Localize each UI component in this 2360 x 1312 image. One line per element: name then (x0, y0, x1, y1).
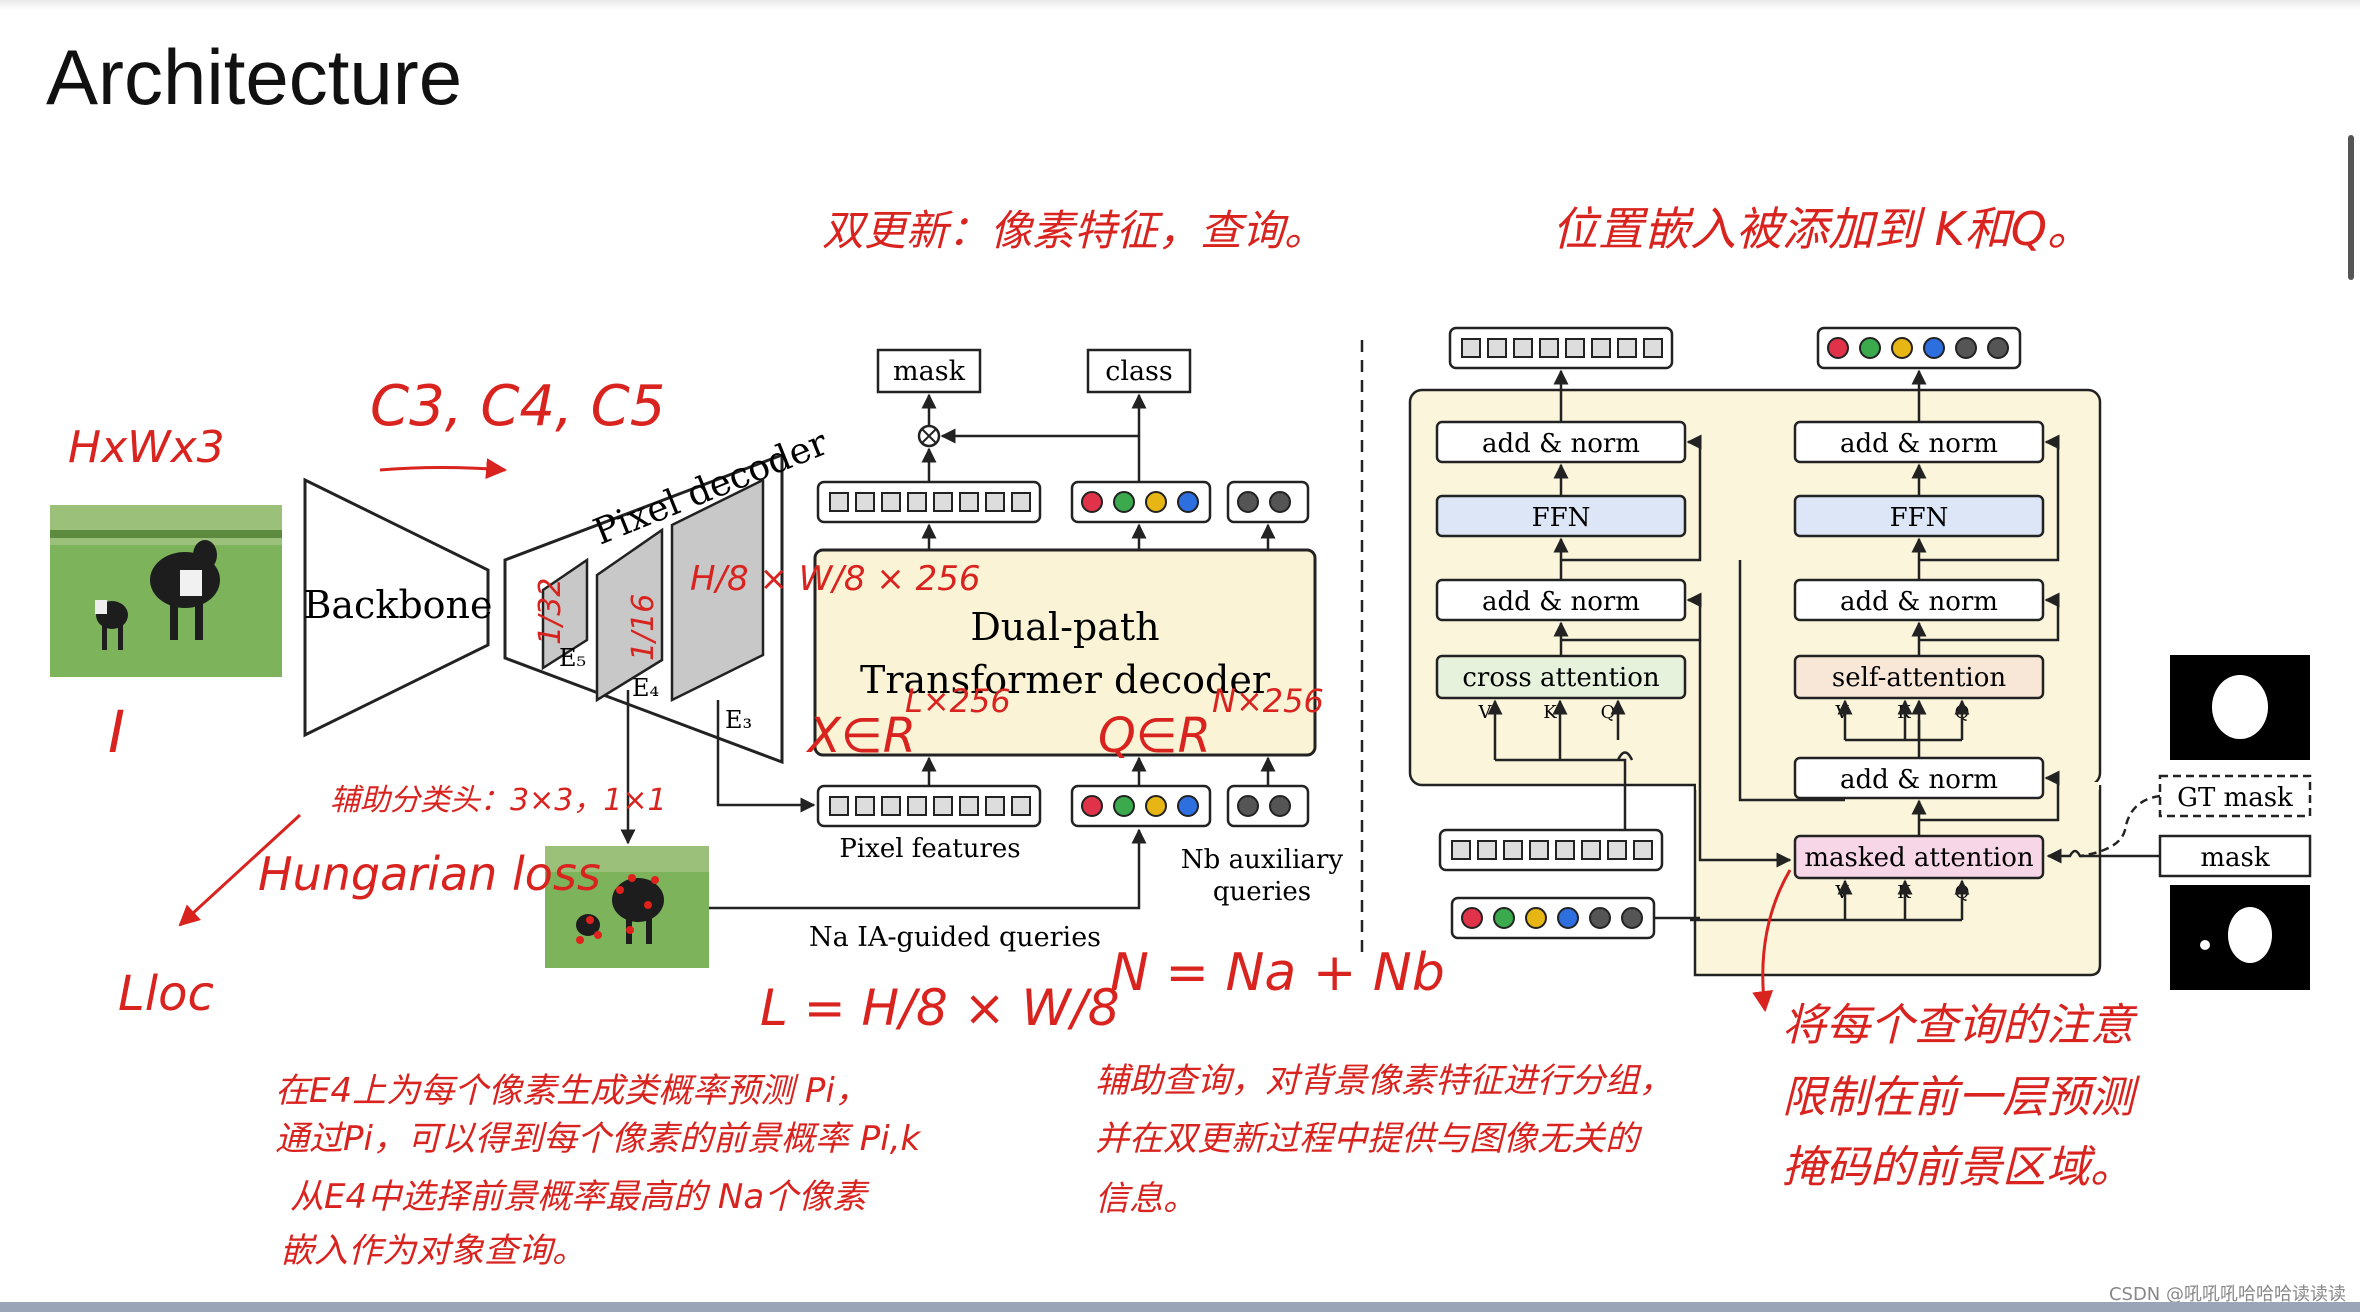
pixel-add-norm-1: add & norm (1482, 587, 1640, 617)
pixel-features-tokens (816, 784, 1042, 828)
note-right-line-3: 掩码的前景区域。 (1782, 1142, 2134, 1193)
pixel-add-norm-2: add & norm (1482, 429, 1640, 459)
note-mid-line-1: 辅助查询，对背景像素特征进行分组， (1095, 1061, 1673, 1101)
annotation-n-eq: N = Na + Nb (1110, 943, 1445, 1003)
backbone-block (303, 477, 490, 738)
ia-query-tokens (1070, 784, 1212, 828)
annotation-l-eq: L = H/8 × W/8 (760, 979, 1120, 1037)
scrollbar[interactable] (2348, 135, 2354, 280)
annotation-i: I (108, 698, 125, 766)
feature-map-e5 (541, 557, 589, 671)
class-head (1086, 348, 1192, 394)
right-input-query-tokens (1450, 896, 1656, 940)
cross-k: K (1543, 702, 1557, 723)
mask-input-label: mask (2200, 843, 2269, 873)
query-add-norm-1: add & norm (1840, 765, 1998, 795)
annotation-note-mid: 辅助查询，对背景像素特征进行分组， 并在双更新过程中提供与图像无关的 信息。 (1095, 1061, 1673, 1219)
note-right-line-1: 将每个查询的注意 (1782, 1000, 2138, 1051)
aux-queries-label-line2: queries (1213, 877, 1311, 907)
masked-attention-label: masked attention (1804, 843, 2033, 873)
watermark: CSDN @吼吼吼哈哈哈读读读 (2108, 1284, 2346, 1305)
right-output-query-tokens (1816, 326, 2022, 370)
annotation-pos-embed: 位置嵌入被添加到 K和Q。 (1552, 202, 2093, 256)
note-left-line-4: 嵌入作为对象查询。 (280, 1231, 586, 1271)
decoder-title-line2: Transformer decoder (860, 658, 1271, 702)
cross-v: V (1478, 702, 1493, 723)
top-bar (0, 0, 2360, 10)
e5-label: E₅ (559, 644, 586, 672)
mask-head (876, 348, 982, 394)
ia-queries-label: Na IA-guided queries (809, 922, 1101, 953)
annotation-aux-loss: 辅助分类头：3×3，1×1 (330, 783, 667, 818)
masked-v: V (1835, 882, 1850, 903)
annotation-dual-update: 双更新：像素特征，查询。 (822, 206, 1326, 255)
mask-head-label: mask (893, 356, 966, 387)
annotation-x-dim: L×256 (905, 682, 1011, 720)
e4-label: E₄ (632, 674, 659, 702)
query-add-norm-3: add & norm (1840, 429, 1998, 459)
aux-query-tokens (1226, 784, 1310, 828)
slide-title: Architecture (46, 33, 463, 121)
pixel-ffn: FFN (1532, 503, 1591, 533)
annotation-hw3: HxWx3 (68, 422, 225, 473)
query-ffn: FFN (1890, 503, 1949, 533)
annotation-c345: C3, C4, C5 (370, 374, 665, 439)
note-right-line-2: 限制在前一层预测 (1782, 1072, 2140, 1123)
query-add-norm-2: add & norm (1840, 587, 1998, 617)
gt-mask-label: GT mask (2177, 783, 2293, 813)
backbone-label: Backbone (303, 583, 492, 627)
dual-path-transformer-decoder (813, 548, 1317, 757)
right-input-pixel-tokens (1438, 828, 1664, 872)
annotation-x-in: X∈R (805, 708, 916, 764)
note-left-line-1: 在E4上为每个像素生成类概率预测 Pi， (275, 1071, 869, 1111)
annotation-frac-32: 1/32 (533, 578, 568, 645)
annotation-frac-8: H/8 × W/8 × 256 (690, 559, 980, 599)
annotation-lloc: Lloc (118, 966, 214, 1022)
query-selection-image (545, 846, 709, 968)
note-left-line-3: 从E4中选择前景概率最高的 Na个像素 (290, 1177, 870, 1217)
input-image (50, 505, 282, 677)
annotation-note-left: 在E4上为每个像素生成类概率预测 Pi， 通过Pi，可以得到每个像素的前景概率 … (275, 1071, 922, 1271)
note-left-line-2: 通过Pi，可以得到每个像素的前景概率 Pi,k (275, 1119, 922, 1159)
note-mid-line-2: 并在双更新过程中提供与图像无关的 (1095, 1119, 1643, 1159)
self-v: V (1835, 702, 1850, 723)
feature-map-e3 (670, 477, 765, 703)
pixel-features-label: Pixel features (839, 834, 1020, 864)
decoder-title-line1: Dual-path (970, 605, 1159, 649)
e3-label: E₃ (725, 706, 752, 734)
self-attention-label: self-attention (1832, 663, 2006, 693)
class-head-label: class (1105, 356, 1173, 387)
annotation-frac-16: 1/16 (626, 594, 661, 661)
feature-map-e4 (595, 527, 664, 703)
image-to-queries-arrow (709, 828, 1147, 910)
pixel-branch: add & norm FFN add & norm cross attentio… (1435, 420, 1687, 723)
output-aux-tokens (1226, 480, 1310, 524)
gt-mask-box (2158, 774, 2312, 818)
annotation-q-dim: N×256 (1212, 682, 1324, 720)
output-pixel-tokens (816, 480, 1042, 524)
annotation-note-right: 将每个查询的注意 限制在前一层预测 掩码的前景区域。 (1782, 1000, 2140, 1193)
cross-q: Q (1601, 702, 1616, 723)
annotation-hungarian: Hungarian loss (258, 847, 601, 901)
cross-attention-label: cross attention (1462, 663, 1660, 693)
mask-input-box (2158, 834, 2312, 878)
annotation-q-in: Q∈R (1098, 708, 1211, 764)
note-mid-line-3: 信息。 (1095, 1179, 1197, 1219)
output-query-tokens (1070, 480, 1212, 524)
e3-to-pixel-features-arrow (716, 700, 816, 813)
aux-queries-label-line1: Nb auxiliary (1181, 845, 1343, 875)
bottom-bar (0, 1302, 2360, 1312)
right-output-pixel-tokens (1448, 326, 1674, 370)
